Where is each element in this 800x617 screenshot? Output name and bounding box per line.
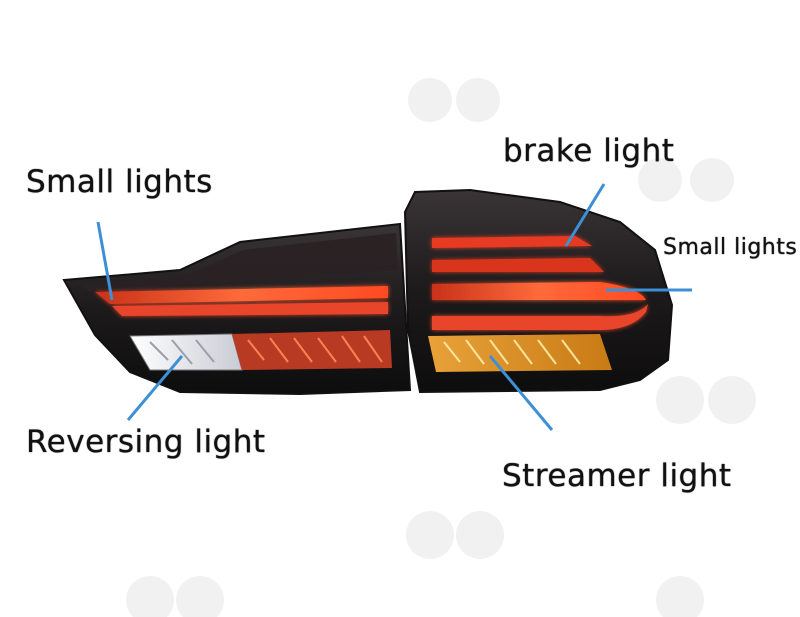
label-small-lights-left: Small lights — [26, 164, 213, 200]
pointer-small-left — [96, 221, 114, 301]
label-brake-light: brake light — [503, 133, 675, 169]
pointer-reversing — [126, 355, 184, 421]
watermark — [126, 78, 756, 617]
label-small-lights-right: Small lights — [663, 235, 798, 260]
label-reversing-light: Reversing light — [26, 424, 266, 460]
pointer-brake — [564, 183, 606, 247]
left-tail-lamp — [62, 222, 412, 396]
pointer-streamer — [488, 355, 554, 431]
label-streamer-light: Streamer light — [502, 458, 732, 494]
right-tail-lamp — [403, 188, 674, 394]
pointer-lines — [96, 183, 692, 431]
